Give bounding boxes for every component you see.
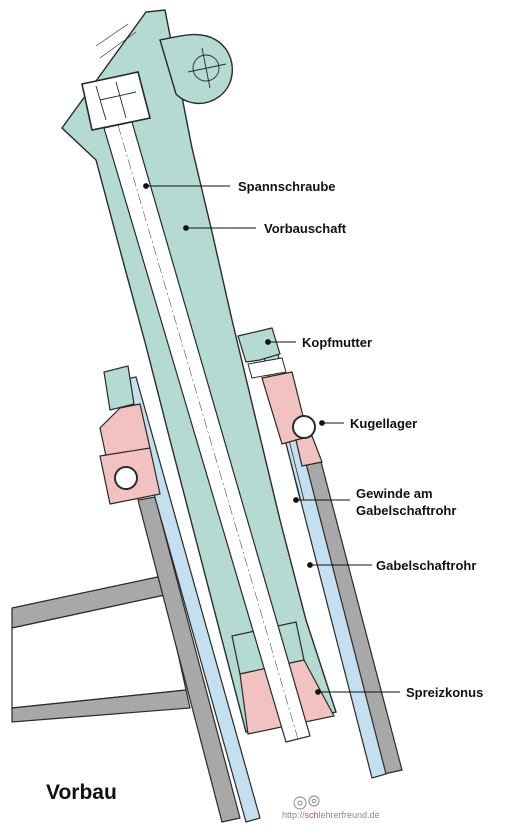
label-spannschraube: Spannschraube	[238, 179, 336, 194]
label-vorbauschaft: Vorbauschaft	[264, 221, 347, 236]
frame-down-tube	[11, 689, 191, 723]
bolt-head-hex-icon	[95, 81, 137, 121]
label-gewinde-line2: Gabelschaftrohr	[356, 503, 456, 518]
watermark-brand-red: sch	[305, 810, 319, 820]
label-gewinde-line1: Gewinde am	[356, 486, 433, 501]
leader-lines	[143, 183, 400, 695]
locknut	[103, 327, 287, 411]
watermark: http://schlehrerfreund.de	[282, 795, 380, 820]
head-tube-left-wall	[137, 496, 241, 823]
label-kugellager: Kugellager	[350, 416, 417, 431]
bearing-ball-left	[114, 466, 138, 490]
locknut-right	[237, 327, 281, 363]
crosshair-icon	[187, 47, 227, 89]
headset	[99, 371, 323, 505]
stem-hatching	[95, 23, 137, 59]
bolt-centerline	[117, 124, 299, 740]
frame	[11, 457, 403, 823]
watermark-brand-rest: lehrerfreund.de	[319, 810, 380, 820]
locknut-left	[103, 365, 135, 411]
bolt-head	[81, 71, 151, 131]
label-kopfmutter: Kopfmutter	[302, 335, 372, 350]
gear-icon	[293, 795, 320, 810]
washer-right	[247, 357, 287, 379]
binder-bolt	[81, 71, 311, 743]
stem-clamp-ear	[159, 33, 234, 104]
label-spreizkonus: Spreizkonus	[406, 685, 483, 700]
diagram-title: Vorbau	[46, 781, 117, 804]
watermark-prefix: http://	[282, 810, 305, 820]
bearing-ball-right	[292, 415, 316, 439]
watermark-text: http://schlehrerfreund.de	[282, 810, 380, 820]
label-gabelschaftrohr: Gabelschaftrohr	[376, 558, 476, 573]
